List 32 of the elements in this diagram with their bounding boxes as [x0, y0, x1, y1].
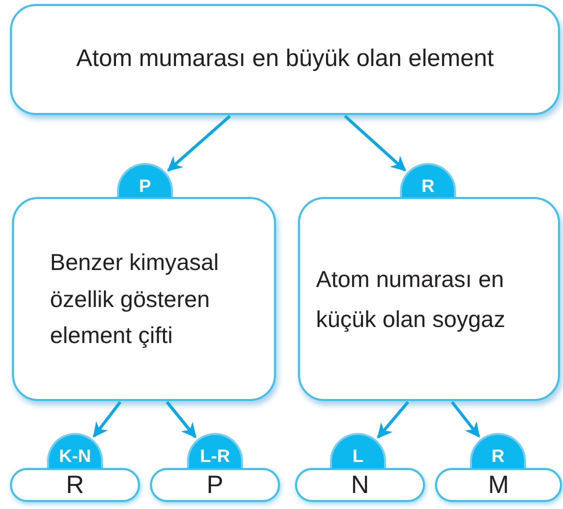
rounded-box: [12, 197, 276, 401]
node-text: Atom mumarası en büyük olan element: [76, 44, 494, 74]
circle-badge: [470, 433, 526, 468]
circle-badge: [187, 433, 243, 468]
pill-box: [150, 468, 280, 502]
arrow: [450, 401, 480, 438]
node-text: P: [206, 470, 224, 500]
node-text: R: [422, 176, 434, 197]
arrow: [166, 401, 197, 438]
node-text: M: [488, 470, 509, 500]
circle-badge: [117, 163, 173, 197]
pill-box: [10, 468, 140, 502]
pill-box: [295, 468, 425, 502]
node-text: Benzer kimyasal özellik gösteren element çifti: [50, 248, 220, 350]
circle-badge: [47, 433, 103, 468]
node-text: L: [352, 446, 364, 467]
node-text: Atom numarası en küçük olan soygaz: [316, 264, 506, 334]
pill-box: [435, 468, 562, 502]
circle-badge: [400, 163, 456, 197]
arrow: [376, 401, 410, 439]
node-text: R: [492, 446, 504, 467]
node-text: R: [66, 470, 84, 500]
arrow: [344, 114, 406, 172]
arrow: [92, 401, 122, 438]
node-text: K-N: [59, 446, 91, 467]
node-text: P: [138, 176, 151, 197]
node-text: L-R: [200, 446, 230, 467]
rounded-box: [298, 197, 560, 401]
node-text: N: [350, 470, 370, 500]
rounded-box: [10, 4, 560, 115]
circle-badge: [330, 433, 386, 468]
arrow: [167, 114, 231, 172]
